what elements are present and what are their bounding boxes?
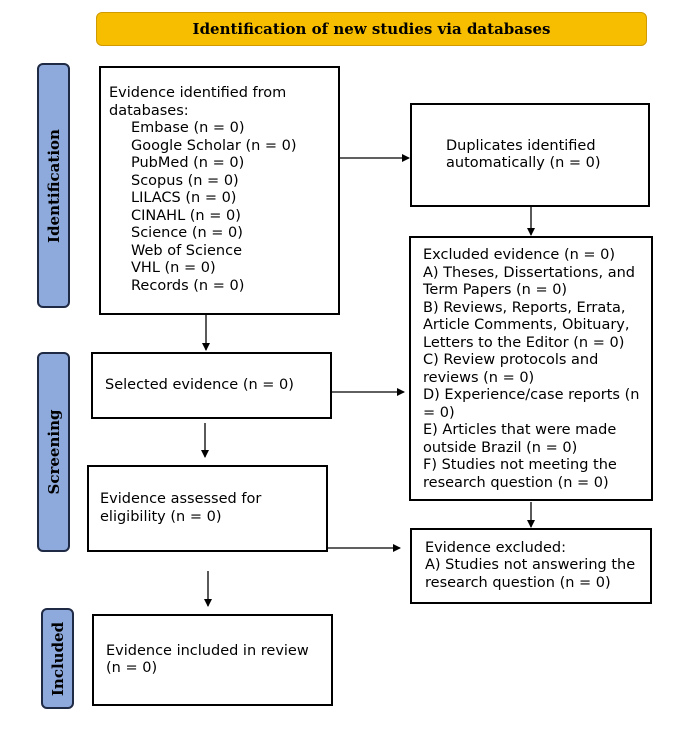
excluded-final-line: A) Studies not answering the research qu… [425, 557, 636, 591]
source-item: LILACS (n = 0) [131, 190, 237, 206]
included-text: Evidence included in review (n = 0) [106, 642, 309, 677]
assessed-text: Evidence assessed for eligibility (n = 0… [100, 491, 262, 525]
duplicates-box: Duplicates identified automatically (n =… [410, 103, 650, 207]
source-item: Records (n = 0) [131, 277, 245, 294]
source-item: Embase (n = 0) [131, 120, 245, 136]
excluded-line: A) Theses, Dissertations, and Term Paper… [423, 264, 635, 299]
included-box: Evidence included in review (n = 0) [92, 614, 333, 706]
source-item: Google Scholar (n = 0) [131, 137, 297, 154]
excluded-evidence-box: Excluded evidence (n = 0) A) Theses, Dis… [409, 236, 653, 501]
excluded-final-line: Evidence excluded: [425, 539, 566, 556]
source-item: Science (n = 0) [131, 225, 243, 241]
excluded-final-box: Evidence excluded: A) Studies not answer… [410, 528, 652, 604]
flow-header: Identification of new studies via databa… [96, 12, 647, 46]
source-item: CINAHL (n = 0) [131, 207, 241, 224]
source-item: Scopus (n = 0) [131, 172, 239, 189]
selected-text: Selected evidence (n = 0) [105, 376, 294, 393]
excluded-line: F) Studies not meeting the research ques… [423, 457, 617, 491]
source-item: PubMed (n = 0) [131, 155, 245, 171]
identified-box: Evidence identified from databases: Emba… [99, 66, 340, 315]
phase-screening: Screening [37, 352, 70, 552]
excluded-line: C) Review protocols and reviews (n = 0) [423, 352, 599, 386]
excluded-line: D) Experience/case reports (n = 0) [423, 387, 640, 421]
source-item: VHL (n = 0) [131, 260, 216, 276]
excluded-line: Excluded evidence (n = 0) [423, 247, 616, 263]
phase-included: Included [41, 608, 74, 709]
assessed-box: Evidence assessed for eligibility (n = 0… [87, 465, 328, 552]
excluded-line: E) Articles that were made outside Brazi… [423, 422, 617, 456]
source-item: Web of Science [131, 242, 243, 259]
flow-header-title: Identification of new studies via databa… [192, 20, 551, 38]
duplicates-text: Duplicates identified automatically (n =… [446, 137, 601, 172]
identified-heading: Evidence identified from databases: [109, 85, 287, 119]
excluded-line: B) Reviews, Reports, Errata, Article Com… [423, 299, 630, 351]
selected-box: Selected evidence (n = 0) [91, 352, 332, 419]
phase-identification: Identification [37, 63, 70, 308]
